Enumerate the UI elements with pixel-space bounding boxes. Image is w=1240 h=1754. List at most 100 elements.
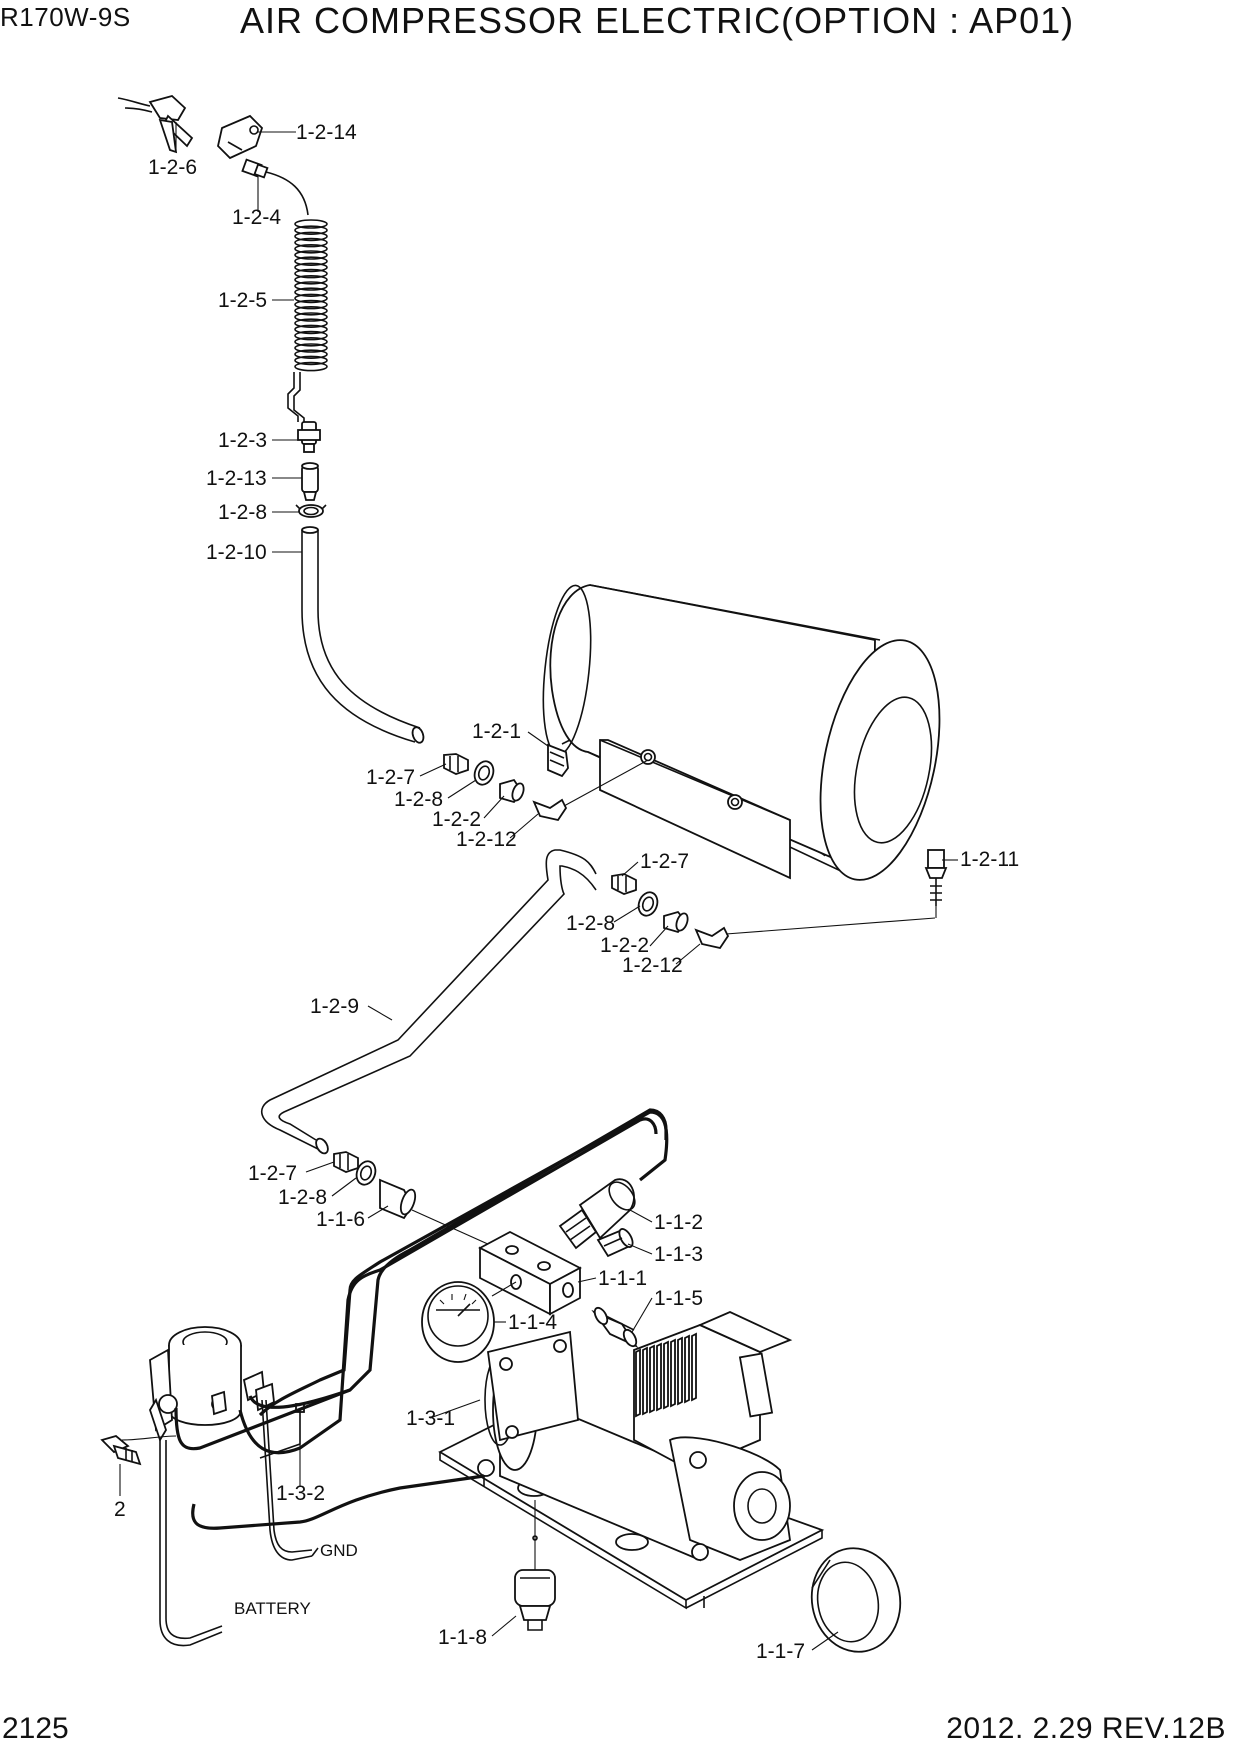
coil-loop	[294, 262, 328, 273]
hose-clamp-part	[295, 504, 327, 518]
model-code: R170W-9S	[0, 2, 131, 32]
callout-1-2-1: 1-2-1	[472, 720, 521, 743]
callout-1-1-8: 1-1-8	[438, 1626, 487, 1649]
callout-1-3-1: 1-3-1	[406, 1407, 455, 1430]
hose-1-2-9	[260, 849, 597, 1155]
cooling-fin	[656, 1342, 662, 1412]
callout-1-2-9: 1-2-9	[310, 995, 359, 1018]
coupler-part	[217, 114, 264, 160]
callout-1-2-8: 1-2-8	[278, 1186, 327, 1209]
fitting-set-lower	[611, 873, 936, 950]
callout-1-1-4: 1-1-4	[508, 1311, 557, 1334]
fitting-set-upper	[443, 753, 649, 822]
coil-loop	[294, 361, 328, 372]
drain-valve-part	[547, 739, 571, 778]
coil-loop	[294, 336, 328, 347]
callout-1-1-1: 1-1-1	[598, 1267, 647, 1290]
air-gun-part	[117, 95, 194, 154]
callout-1-2-8: 1-2-8	[218, 501, 267, 524]
revision-date: 2012. 2.29 REV.12B	[946, 1712, 1226, 1745]
callout-1-2-5: 1-2-5	[218, 289, 267, 312]
page-number: 2125	[2, 1712, 69, 1745]
coil-loop	[294, 219, 328, 229]
cooling-fin	[670, 1338, 676, 1408]
callout-1-2-2: 1-2-2	[432, 808, 481, 831]
callout-1-2-11: 1-2-11	[960, 848, 1019, 871]
compressor-unit-part	[438, 1311, 825, 1610]
callout-1-3-2: 1-3-2	[276, 1482, 325, 1505]
coil-loop	[294, 312, 328, 322]
callout-1-2-13: 1-2-13	[206, 467, 267, 490]
coil-loop	[294, 225, 328, 235]
pressure-gauge-part	[421, 1281, 517, 1363]
bolt-part	[100, 1435, 177, 1466]
callout-1-2-7: 1-2-7	[366, 766, 415, 789]
callout-2: 2	[114, 1498, 126, 1521]
pressure-switch-part	[558, 1178, 636, 1250]
battery-label: BATTERY	[234, 1599, 311, 1618]
manifold-block-part	[478, 1230, 582, 1316]
check-valve-part	[596, 1228, 634, 1258]
callout-1-2-8: 1-2-8	[394, 788, 443, 811]
air-filter-part	[810, 1547, 902, 1653]
coil-loop	[294, 293, 328, 304]
page-title: AIR COMPRESSOR ELECTRIC(OPTION : AP01)	[240, 0, 1075, 41]
coil-loop	[294, 244, 328, 254]
callout-1-1-3: 1-1-3	[654, 1243, 703, 1266]
coil-loop	[294, 237, 328, 248]
hose-fitting-part	[241, 158, 269, 179]
coil-loop	[294, 355, 328, 366]
cooling-fin	[691, 1332, 697, 1402]
callout-1-2-14: 1-2-14	[296, 121, 357, 144]
coil-loop	[294, 318, 328, 329]
coiled-hose-part	[265, 171, 328, 422]
callout-1-2-12: 1-2-12	[622, 954, 683, 977]
coil-loop	[294, 330, 328, 341]
gnd-label: GND	[320, 1541, 358, 1560]
callout-1-2-4: 1-2-4	[232, 206, 281, 229]
connector-part	[301, 462, 319, 501]
callout-leaders	[119, 122, 958, 1651]
callout-1-2-7: 1-2-7	[640, 850, 689, 873]
callout-labels: 1-2-14 1-2-6 1-2-4 1-2-5 1-2-3 1-2-13 1-…	[114, 121, 1019, 1663]
callout-1-2-3: 1-2-3	[218, 429, 267, 452]
coil-loop	[294, 324, 328, 335]
coil-loop	[294, 274, 328, 285]
coil-loop	[294, 305, 328, 316]
cooling-fin	[642, 1346, 648, 1416]
wiring-harness	[159, 1108, 669, 1647]
cooling-fin	[635, 1348, 641, 1418]
cooling-fin	[663, 1340, 669, 1410]
cooling-fin	[684, 1334, 690, 1404]
air-tank-part	[542, 584, 941, 881]
coil-loop	[294, 349, 328, 360]
cooling-fin	[677, 1336, 683, 1406]
coil-loop	[294, 281, 328, 291]
drain-cock-part	[924, 849, 948, 918]
coil-loop	[294, 287, 328, 298]
callout-1-2-10: 1-2-10	[206, 541, 267, 564]
callout-1-1-5: 1-1-5	[654, 1287, 703, 1310]
callout-1-2-6: 1-2-6	[148, 156, 197, 179]
fitting-set-compressor	[333, 1151, 491, 1246]
nipple-fitting-part	[591, 1306, 639, 1349]
callout-1-1-2: 1-1-2	[654, 1211, 703, 1234]
cooling-fin	[649, 1344, 655, 1414]
callout-1-2-7: 1-2-7	[248, 1162, 297, 1185]
hose-1-2-10	[301, 526, 425, 744]
coil-loop	[294, 231, 328, 242]
coil-loop	[294, 299, 328, 310]
coil-loop	[294, 250, 328, 260]
coil-loop	[294, 256, 328, 267]
callout-1-2-2: 1-2-2	[600, 934, 649, 957]
callout-1-1-6: 1-1-6	[316, 1208, 365, 1231]
sensor-part	[514, 1500, 556, 1631]
hose-end-fitting-part	[297, 421, 321, 453]
callout-1-2-8: 1-2-8	[566, 912, 615, 935]
callout-1-2-12: 1-2-12	[456, 828, 517, 851]
coil-loop	[294, 343, 328, 353]
coil-loop	[294, 268, 328, 279]
relay-part	[149, 1326, 305, 1443]
callout-1-1-7: 1-1-7	[756, 1640, 805, 1663]
